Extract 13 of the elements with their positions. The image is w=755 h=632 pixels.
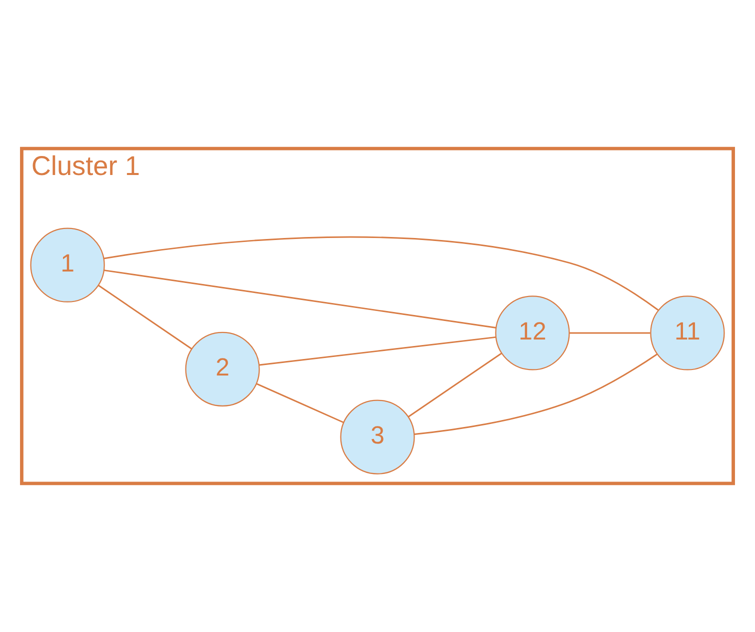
node-circle: 1 — [30, 228, 105, 302]
connector — [104, 270, 496, 329]
connector — [408, 352, 502, 418]
connector — [104, 236, 658, 311]
node-circle: 11 — [650, 296, 725, 370]
node-circle: 2 — [185, 332, 260, 406]
connector — [569, 332, 650, 334]
node-circle: 12 — [495, 296, 570, 370]
connector — [256, 383, 344, 424]
node-circle: 3 — [340, 400, 415, 474]
connector — [259, 336, 496, 366]
connector — [414, 354, 658, 435]
connector — [98, 284, 192, 350]
